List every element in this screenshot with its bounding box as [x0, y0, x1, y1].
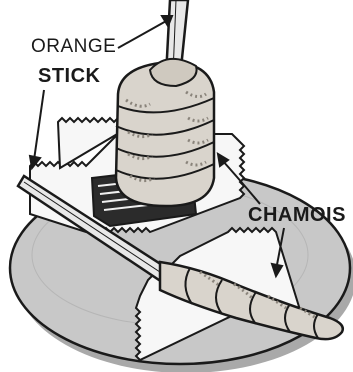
orange-label: ORANGE — [31, 37, 116, 56]
stick-label: STICK — [38, 66, 101, 86]
chamois-wrapped-stick — [116, 59, 214, 206]
chamois-label: CHAMOIS — [248, 205, 346, 225]
